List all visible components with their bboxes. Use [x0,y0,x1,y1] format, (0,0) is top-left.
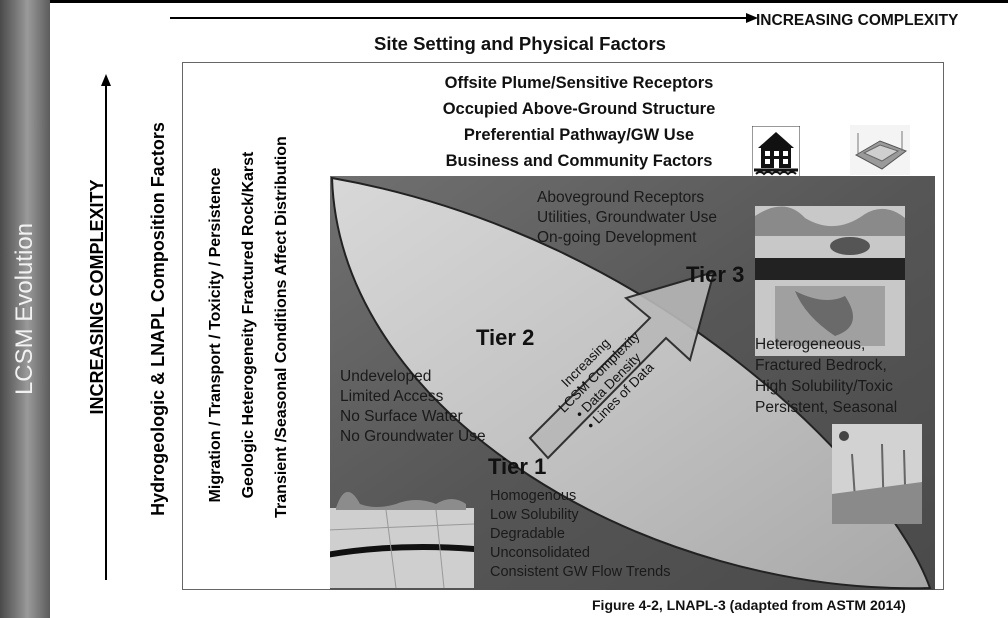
left-axis-arrow [101,74,111,580]
tier1-hydro-item: Homogenous [490,488,577,504]
figure-caption: Figure 4-2, LNAPL-3 (adapted from ASTM 2… [592,597,906,613]
tier3-hydro-list: Heterogeneous, Fractured Bedrock, High S… [755,334,897,418]
tier1-label: Tier 1 [488,454,547,479]
tier1-site-item: No Groundwater Use [340,428,486,445]
tier3-site-item: Aboveground Receptors [537,189,705,206]
tier3-hydro-item: Fractured Bedrock, [755,357,887,374]
tier-diagram-graphic [330,176,935,590]
vertical-label-transient: Transient /Seasonal Conditions Affect Di… [273,136,290,518]
tier1-site-item: No Surface Water [340,408,463,425]
tier3-site-item: On-going Development [537,229,697,246]
building-thumbnail [850,125,910,175]
top-factors-list: Offsite Plume/Sensitive Receptors Occupi… [414,70,744,174]
top-factor-item: Business and Community Factors [445,152,713,170]
sidebar-band [0,0,50,618]
tier1-site-item: Undeveloped [340,368,432,385]
tier3-hydro-item: High Solubility/Toxic [755,378,893,395]
top-rule [50,0,1008,3]
tier3-hydro-item: Persistent, Seasonal [755,399,898,416]
tier1-hydro-item: Degradable [490,526,565,542]
tier1-site-list: Undeveloped Limited Access No Surface Wa… [340,367,486,447]
tier1-hydro-item: Low Solubility [490,507,579,523]
tier1-hydro-list: Homogenous Low Solubility Degradable Unc… [490,487,671,582]
tier3-hydro-item: Heterogeneous, [755,336,866,353]
vertical-label-migration: Migration / Transport / Toxicity / Persi… [207,167,224,503]
top-axis-label: INCREASING COMPLEXITY [756,12,959,29]
tier1-site-item: Limited Access [340,388,444,405]
top-axis-subtitle: Site Setting and Physical Factors [374,33,666,54]
tier3-site-list: Aboveground Receptors Utilities, Groundw… [537,188,717,248]
left-axis-subtitle: Hydrogeologic & LNAPL Composition Factor… [148,122,168,516]
left-axis-label: INCREASING COMPLEXITY [87,179,107,415]
house-icon [752,126,800,178]
tier3-label: Tier 3 [686,262,745,287]
tier1-hydro-item: Consistent GW Flow Trends [490,564,671,580]
sidebar-label: LCSM Evolution [11,222,38,396]
tier2-label: Tier 2 [476,325,535,350]
tier3-site-item: Utilities, Groundwater Use [537,209,718,226]
tier1-hydro-item: Unconsolidated [490,545,590,561]
top-factor-item: Offsite Plume/Sensitive Receptors [444,74,714,92]
top-factor-item: Occupied Above-Ground Structure [442,100,716,118]
top-axis-arrow [170,13,758,23]
vertical-label-geologic: Geologic Heterogeneity Fractured Rock/Ka… [240,151,257,499]
top-factor-item: Preferential Pathway/GW Use [463,126,695,144]
